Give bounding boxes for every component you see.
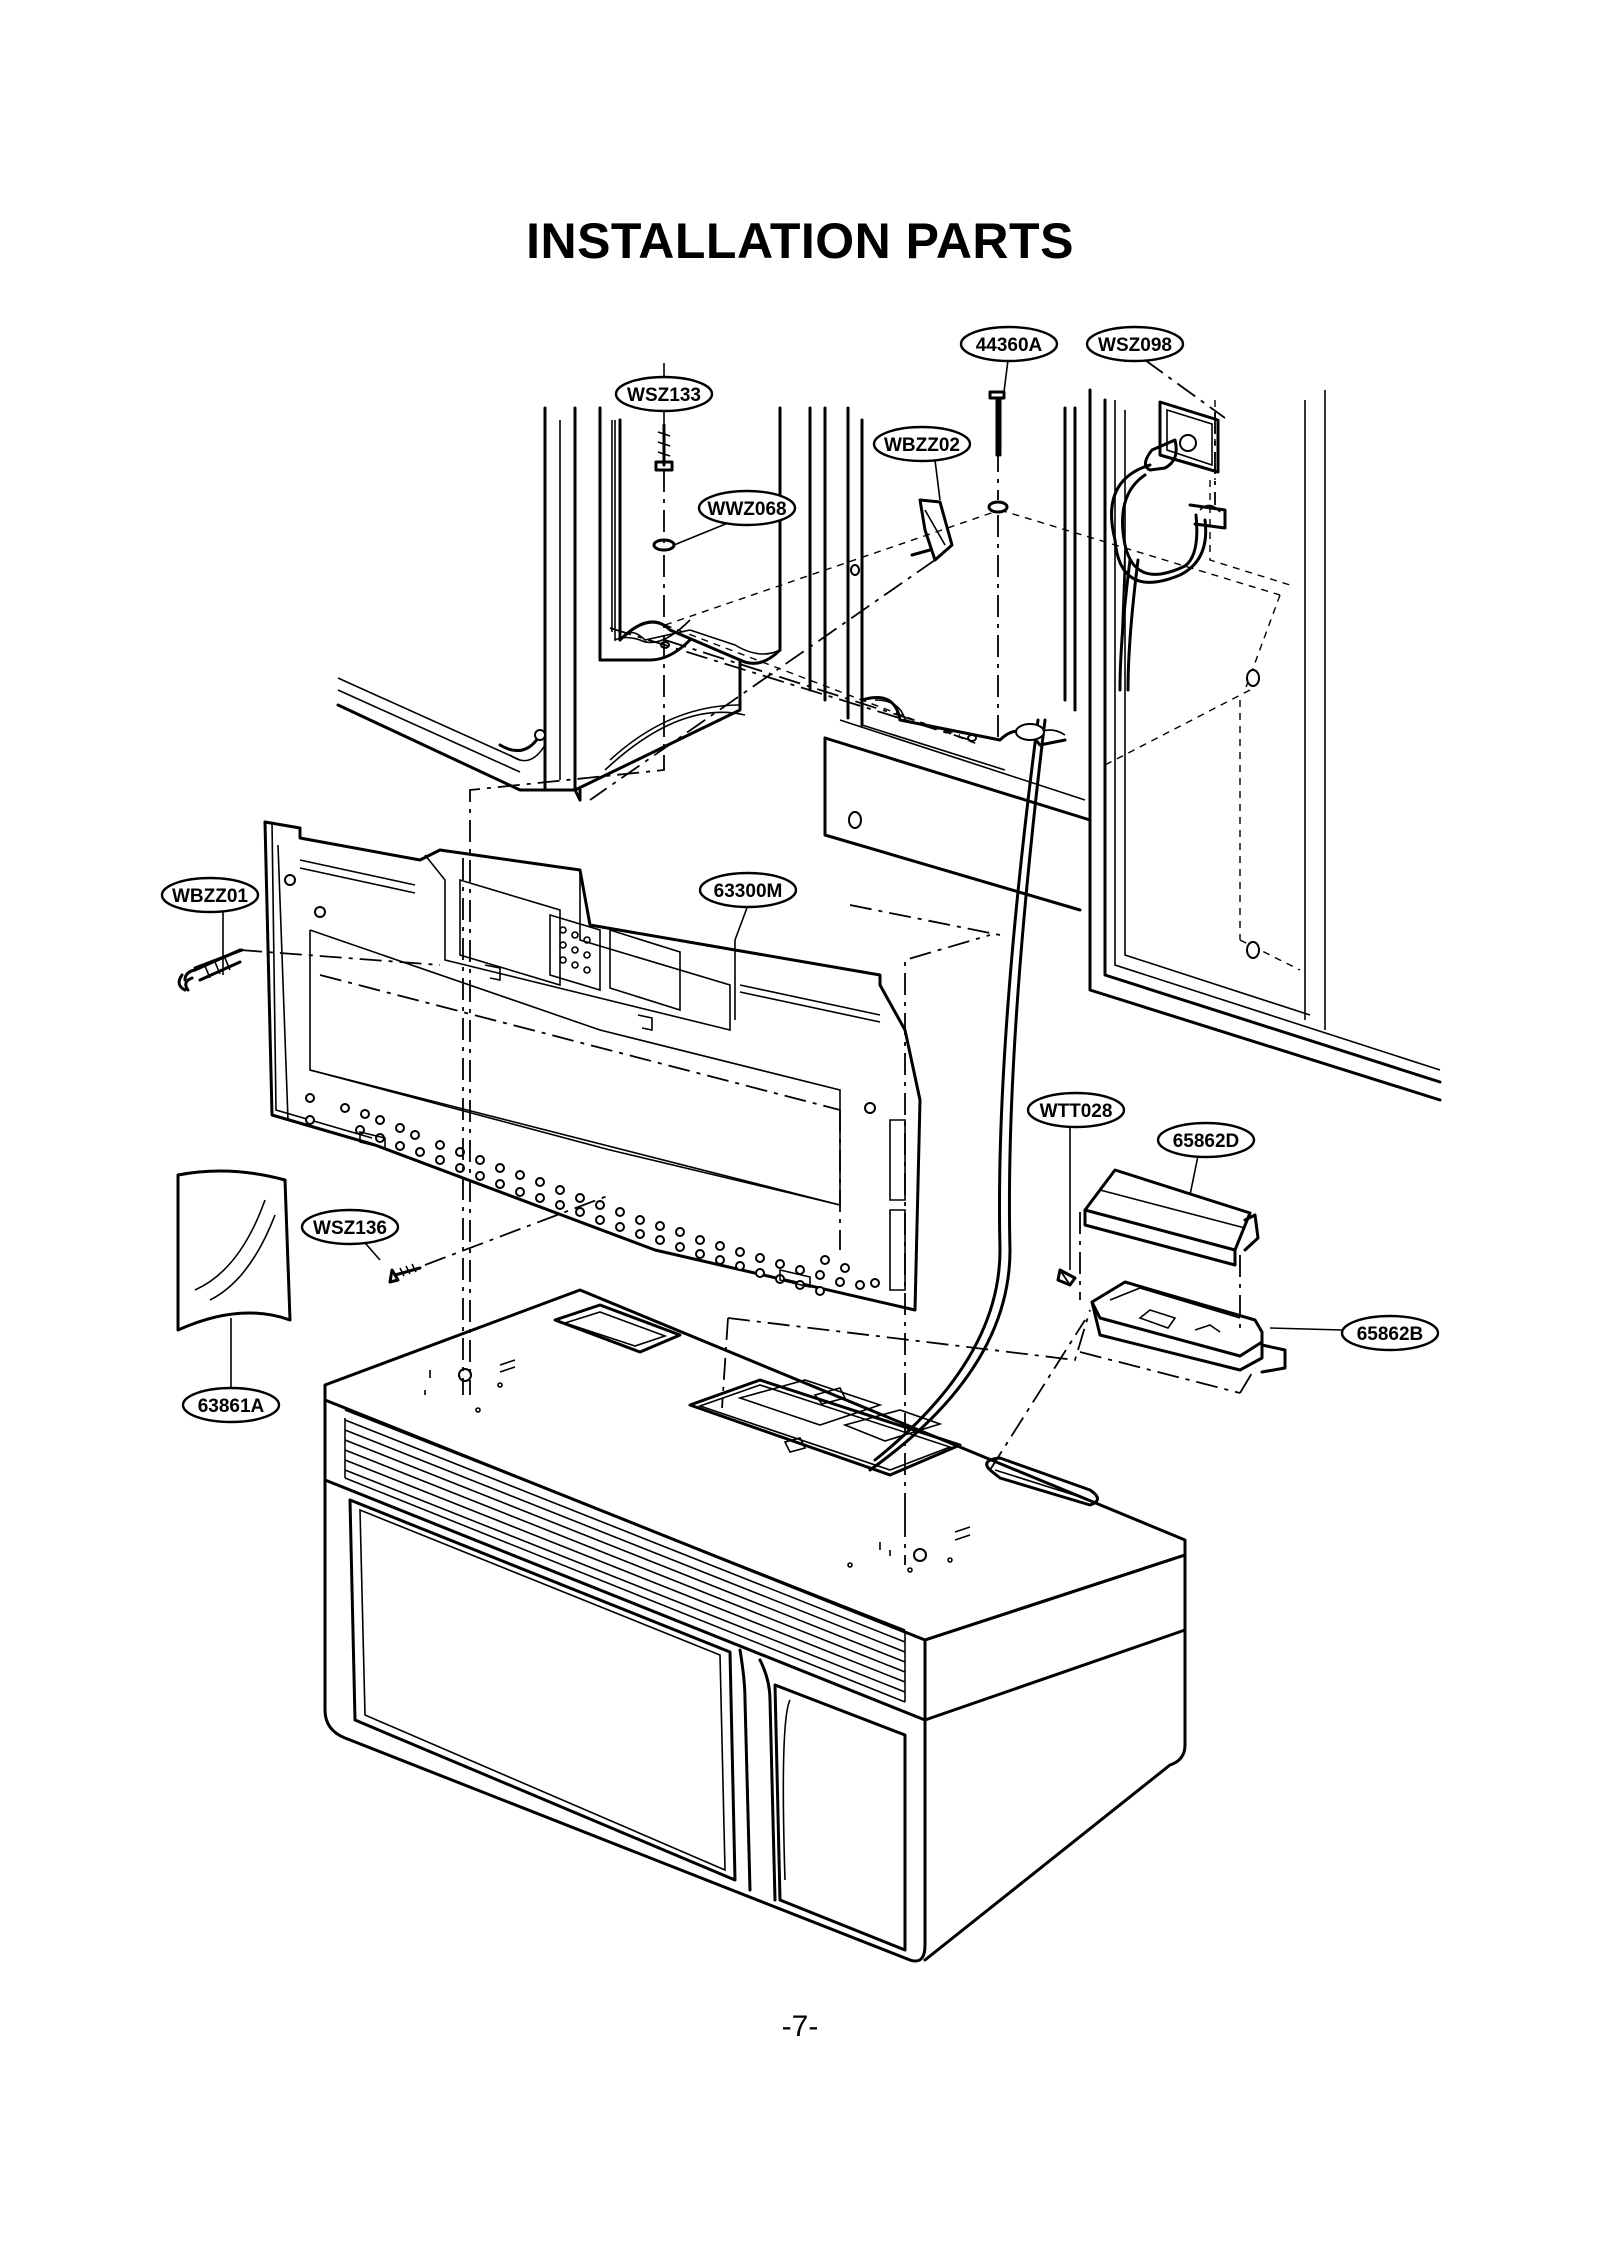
svg-text:44360A: 44360A [976,335,1043,356]
svg-text:WBZZ02: WBZZ02 [884,435,960,456]
svg-text:65862B: 65862B [1357,1324,1424,1345]
svg-text:WSZ098: WSZ098 [1098,335,1172,356]
label-WSZ136: WSZ136 [300,1208,400,1246]
mounting-plate [263,820,922,1312]
power-cord [868,718,1047,1472]
wall-outlet [1110,400,1227,692]
microwave-oven [323,1288,1187,1963]
label-44360A: 44360A [959,325,1059,363]
upper-cabinets [336,388,1442,1102]
label-65862D: 65862D [1156,1121,1256,1159]
page-number: -7- [781,2010,819,2043]
label-WTT028: WTT028 [1026,1091,1126,1129]
template-sheet [176,1169,292,1332]
hardware [177,334,1162,1287]
svg-text:WTT028: WTT028 [1040,1101,1113,1122]
page-title: INSTALLATION PARTS [526,213,1074,269]
svg-text:WSZ136: WSZ136 [313,1218,387,1239]
assembly-lines [239,359,1256,1565]
svg-text:WSZ133: WSZ133 [627,385,701,406]
label-63300M: 63300M [698,871,798,909]
label-WSZ098: WSZ098 [1085,325,1185,363]
label-WWZ068: WWZ068 [697,489,797,527]
svg-text:WBZZ01: WBZZ01 [172,886,248,907]
svg-text:63861A: 63861A [198,1396,265,1417]
svg-text:65862D: 65862D [1173,1131,1240,1152]
plate-holes-row [284,874,880,1296]
label-63861A: 63861A [181,1386,281,1424]
label-WBZZ01: WBZZ01 [160,876,260,914]
svg-text:63300M: 63300M [714,881,783,902]
label-WBZZ02: WBZZ02 [872,425,972,463]
duct-cover [1083,1168,1260,1267]
label-WSZ133: WSZ133 [614,375,714,413]
svg-text:WWZ068: WWZ068 [707,499,786,520]
duct-box [1090,1280,1287,1374]
label-65862B: 65862B [1340,1314,1440,1352]
